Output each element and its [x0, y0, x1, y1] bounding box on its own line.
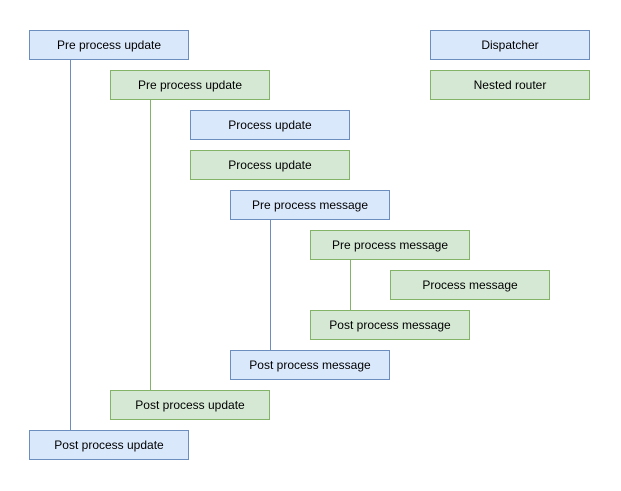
- node-pre-process-update-router[interactable]: Pre process update: [110, 70, 270, 100]
- node-post-process-message-dispatcher[interactable]: Post process message: [230, 350, 390, 380]
- node-post-process-update-router[interactable]: Post process update: [110, 390, 270, 420]
- node-process-update-router[interactable]: Process update: [190, 150, 350, 180]
- legend-item-dispatcher[interactable]: Dispatcher: [430, 30, 590, 60]
- node-post-process-message-router[interactable]: Post process message: [310, 310, 470, 340]
- node-process-update-dispatcher[interactable]: Process update: [190, 110, 350, 140]
- node-pre-process-message-router[interactable]: Pre process message: [310, 230, 470, 260]
- node-pre-process-message-dispatcher[interactable]: Pre process message: [230, 190, 390, 220]
- connector-lifeline-router-message: [350, 260, 351, 310]
- connector-lifeline-dispatcher-update: [70, 60, 71, 430]
- connector-lifeline-router-update: [150, 100, 151, 390]
- node-process-message-router[interactable]: Process message: [390, 270, 550, 300]
- legend-item-nested-router[interactable]: Nested router: [430, 70, 590, 100]
- connector-lifeline-dispatcher-message: [270, 220, 271, 350]
- node-pre-process-update-dispatcher[interactable]: Pre process update: [29, 30, 189, 60]
- node-post-process-update-dispatcher[interactable]: Post process update: [29, 430, 189, 460]
